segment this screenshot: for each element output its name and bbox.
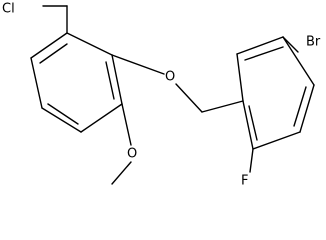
double-bond-inner: [39, 43, 68, 64]
bond: [111, 54, 123, 105]
bond: [236, 53, 244, 102]
fluorine-label: F: [241, 174, 248, 189]
benzyl-ether-linker: O: [111, 54, 244, 113]
double-bond-inner: [105, 61, 115, 100]
bond: [282, 36, 299, 53]
bond: [30, 32, 68, 59]
bond: [80, 103, 123, 133]
methoxy-oxygen-label: O: [127, 147, 137, 162]
bond: [252, 131, 301, 150]
double-bond-inner: [47, 103, 79, 125]
chemical-structure: Cl O O Br F: [2, 2, 321, 189]
bond: [111, 54, 165, 75]
bromo-substituent: Br: [282, 35, 321, 53]
double-bond-inner: [293, 86, 307, 127]
bond: [111, 161, 132, 185]
chloromethyl-group: Cl: [2, 2, 68, 34]
double-bond-inner: [244, 46, 284, 61]
bond: [30, 57, 43, 109]
bromine-label: Br: [306, 35, 321, 50]
methoxy-group: O: [111, 103, 137, 185]
chlorine-label: Cl: [2, 2, 15, 17]
bond: [121, 103, 132, 146]
fluoro-substituent: F: [241, 148, 254, 189]
ether-oxygen-label: O: [165, 70, 175, 85]
bond: [175, 83, 203, 113]
bond: [236, 36, 284, 55]
bond: [299, 84, 315, 133]
bond: [242, 100, 254, 150]
bond: [66, 32, 113, 56]
left-benzene-ring: [30, 32, 123, 133]
right-benzene-ring: [236, 36, 315, 150]
double-bond-inner: [248, 105, 258, 141]
bond: [201, 100, 244, 113]
bond: [41, 107, 82, 133]
bond: [282, 36, 315, 86]
bond: [249, 148, 254, 173]
